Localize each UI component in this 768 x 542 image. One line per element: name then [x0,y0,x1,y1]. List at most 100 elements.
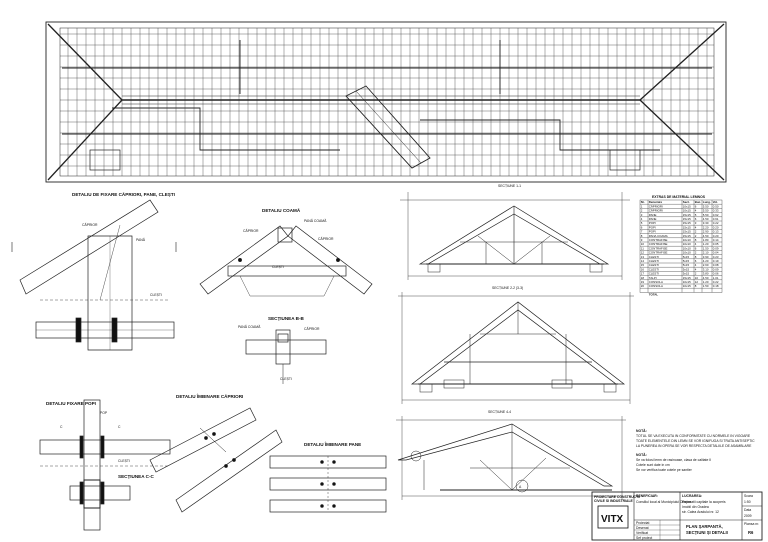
table-cell-r9-c3: 4 [695,242,697,246]
table-cell-r15-c5: 0.09 [713,267,719,271]
table-cell-r4-c3: 3 [695,221,697,225]
table-cell-r17-c5: 1.01 [713,276,719,280]
label-clesti-2: CLEȘTI [272,265,284,269]
table-cell-r4-c4: 3.30 [703,221,709,225]
table-header-2: Sect. [683,200,690,204]
table-cell-r15-c3: 4 [695,267,697,271]
notes-heading-2: NOTĂ: [636,452,647,457]
date-value: 2009 [744,514,752,518]
table-cell-r7-c5: 0.20 [713,234,719,238]
table-cell-r11-c5: 0.04 [713,251,719,255]
table-cell-r10-c0: 11 [641,246,644,250]
mark-c-1: C [60,425,63,429]
table-cell-r0-c0: 1 [641,204,643,208]
table-cell-r1-c5: 0.33 [713,209,719,213]
note2-line-2: Cotele sunt date in cm [636,463,670,467]
label-pana-1: PANĂ [136,238,146,242]
roof-plan [45,21,727,183]
table-cell-r6-c4: 2.90 [703,230,709,234]
table-cell-r13-c1: CLESTI [649,259,659,263]
note2-line-1: Se va folosi lemn de rasinoase, clasa de… [636,458,711,462]
table-cell-r19-c5: 0.18 [713,284,719,288]
detail-purlin-splice-title: DETALIU ÎMBINARE PANE [304,440,361,447]
label-clesti-1: CLEȘTI [150,293,162,297]
detail-rafter-splice-title: DETALIU ÎMBINARE CĂPRIORI [176,392,243,399]
date-label: Data [744,508,751,512]
table-cell-r1-c4: 5.50 [703,209,709,213]
firm-line-1: PROIECTARE CONSTRUCTII [594,495,640,499]
table-cell-r15-c0: 16 [641,267,645,271]
firm-logo: VITX [597,505,629,529]
scale-value: 1:50 [744,500,751,504]
notes-heading: NOTĂ: [636,428,647,433]
table-cell-r7-c3: 2 [695,234,697,238]
table-cell-r16-c2: 5x15 [683,272,690,276]
table-cell-r3-c5: 0.61 [713,217,719,221]
table-cell-r0-c3: 6 [695,204,697,208]
table-cell-r11-c2: 10x10 [683,251,691,255]
table-cell-r13-c0: 14 [641,259,645,263]
table-cell-r0-c4: 5.50 [703,204,709,208]
table-cell-r5-c4: 2.20 [703,225,709,229]
table-cell-r6-c3: 2 [695,230,697,234]
table-cell-r12-c2: 5x15 [683,255,690,259]
table-cell-r9-c4: 1.20 [703,242,709,246]
table-header-0: Nr. [641,200,645,204]
table-header-4: Lung. [703,200,711,204]
role-3: Verificat [636,531,648,535]
table-cell-r4-c0: 5 [641,221,643,225]
table-cell-r16-c4: 3.80 [703,272,709,276]
table-cell-r18-c2: 10x15 [683,280,691,284]
scale-label: Scara [744,494,753,498]
project-line-3: str. Calea Aradului nr. 12 [682,510,719,514]
role-1: Proiectat [636,521,649,525]
table-cell-r5-c2: 15x15 [683,225,691,229]
table-cell-r3-c1: PANE [649,217,657,221]
table-cell-r4-c2: 15x15 [683,221,691,225]
section-11: SECȚIUNE 1-1 [400,184,630,280]
table-cell-r18-c3: 12 [695,280,699,284]
label-clesti-4: CLEȘTI [118,459,130,463]
table-cell-r7-c1: PANA COAMA [649,234,668,238]
notes-block: NOTĂ: TOTUL SE VA EXECUTA IN CONFORMITAT… [636,428,755,472]
note2-line-3: Se vor verifica toate cotele pe santier [636,468,693,472]
sheet-title: PLAN ȘARPANTĂ, [686,524,723,529]
table-cell-r14-c1: CLESTI [649,263,659,267]
firm-logo-text: VITX [601,514,624,525]
table-cell-r13-c5: 0.19 [713,259,719,263]
section-22-title: SECȚIUNE 2-2 (3-3) [492,286,523,290]
table-cell-r8-c4: 1.80 [703,238,709,242]
section-bb: SECȚIUNEA B-B PANĂ COAMĂ CĂPRIOR CLEȘTI [238,316,327,384]
table-cell-r16-c3: 2 [695,272,697,276]
table-cell-r6-c2: 15x15 [683,230,691,234]
mark-a: A [519,485,522,489]
label-caprior-4: CĂPRIOR [304,327,320,331]
table-cell-r3-c2: 15x15 [683,217,691,221]
table-cell-r0-c5: 0.50 [713,204,719,208]
table-cell-r15-c4: 3.10 [703,267,709,271]
label-pana-coama-1: PANĂ COAMĂ [304,219,327,223]
table-cell-r3-c3: 6 [695,217,697,221]
table-header-5: Vol. [713,200,718,204]
table-cell-r19-c1: CONSOLA [649,284,663,288]
table-cell-r10-c2: 10x10 [683,246,691,250]
project-name: Reparatii capitale la acoperis [682,500,726,504]
table-cell-r2-c3: 5 [695,213,697,217]
table-cell-r19-c3: 8 [695,284,697,288]
table-cell-r13-c2: 5x15 [683,259,690,263]
table-cell-r11-c3: 2 [695,251,697,255]
table-cell-r8-c0: 9 [641,238,643,242]
sheet-title-2: SECȚIUNI ȘI DETALII [686,530,728,535]
section-11-title: SECȚIUNE 1-1 [498,184,521,188]
table-cell-r16-c1: CLESTI [649,272,659,276]
table-cell-r5-c5: 0.20 [713,225,719,229]
table-cell-r10-c1: CONTRAFISE [649,246,668,250]
table-cell-r17-c4: 4.50 [703,276,709,280]
table-cell-r12-c4: 3.90 [703,255,709,259]
table-header-1: Denumire [649,200,663,204]
table-cell-r14-c5: 0.08 [713,263,719,267]
role-2: Desenat [636,526,649,530]
note-line-3: LA PUNEREA IN OPERA SE VOR RESPECTA DETA… [636,444,752,448]
firm-line-2: CIVILE SI INDUSTRIALE [594,499,634,503]
